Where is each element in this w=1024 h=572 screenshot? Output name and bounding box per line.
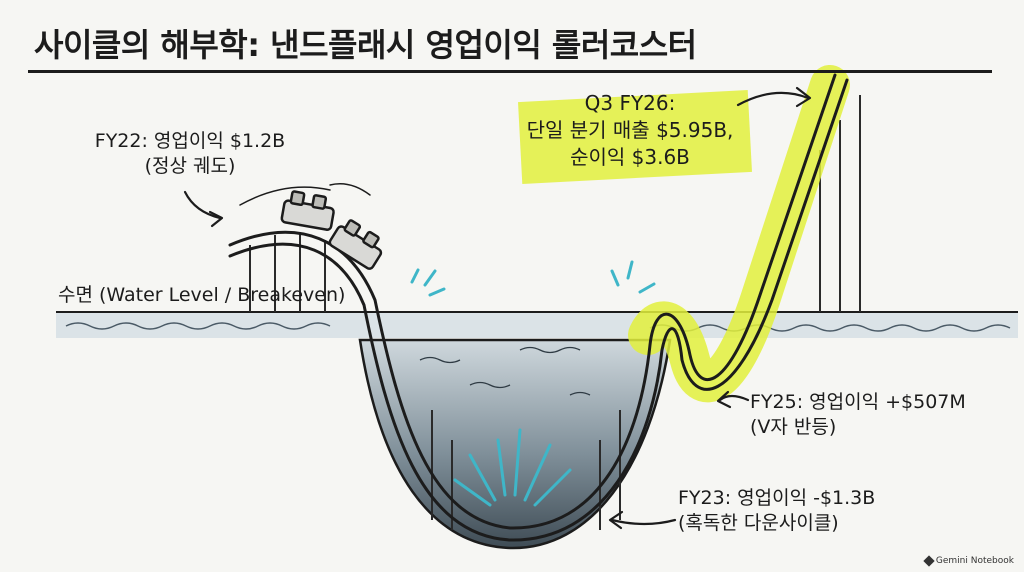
fy23-line2: (혹독한 다운사이클) <box>678 512 839 534</box>
support-pillars-pit <box>431 410 621 530</box>
fy23-line1: FY23: 영업이익 -$1.3B <box>678 487 876 509</box>
q3fy26-line3: 순이익 $3.6B <box>570 145 690 169</box>
fy23-annotation: FY23: 영업이익 -$1.3B (혹독한 다운사이클) <box>678 486 875 536</box>
water-surface <box>56 312 1018 338</box>
speed-lines <box>239 183 371 206</box>
coaster-cars <box>280 190 383 270</box>
gemini-logo-icon <box>923 555 935 567</box>
pit-ripples <box>419 346 591 396</box>
arrow-icon <box>183 86 812 530</box>
credit-text: Gemini Notebook <box>935 556 1014 566</box>
fy25-line2: (V자 반등) <box>750 416 837 438</box>
water-level-label: 수면 (Water Level / Breakeven) <box>58 284 346 306</box>
fy25-line1: FY25: 영업이익 +$507M <box>750 391 966 413</box>
page-title: 사이클의 해부학: 낸드플래시 영업이익 롤러코스터 <box>34 26 697 64</box>
water-ripples <box>65 322 1011 332</box>
title-underline <box>28 70 992 73</box>
credit-badge: Gemini Notebook <box>923 555 1014 567</box>
fy22-annotation: FY22: 영업이익 $1.2B (정상 궤도) <box>90 129 290 179</box>
fy22-line1: FY22: 영업이익 $1.2B <box>94 130 286 152</box>
water-pit <box>358 338 672 550</box>
fy25-annotation: FY25: 영업이익 +$507M (V자 반등) <box>750 390 966 440</box>
coaster-track <box>228 73 849 542</box>
q3fy26-line1: Q3 FY26: <box>584 91 676 115</box>
splash-icon <box>410 260 656 507</box>
q3fy26-annotation: Q3 FY26: 단일 분기 매출 $5.95B, 순이익 $3.6B <box>500 90 760 171</box>
fy22-line2: (정상 궤도) <box>144 155 236 177</box>
q3fy26-line2: 단일 분기 매출 $5.95B, <box>526 118 734 142</box>
